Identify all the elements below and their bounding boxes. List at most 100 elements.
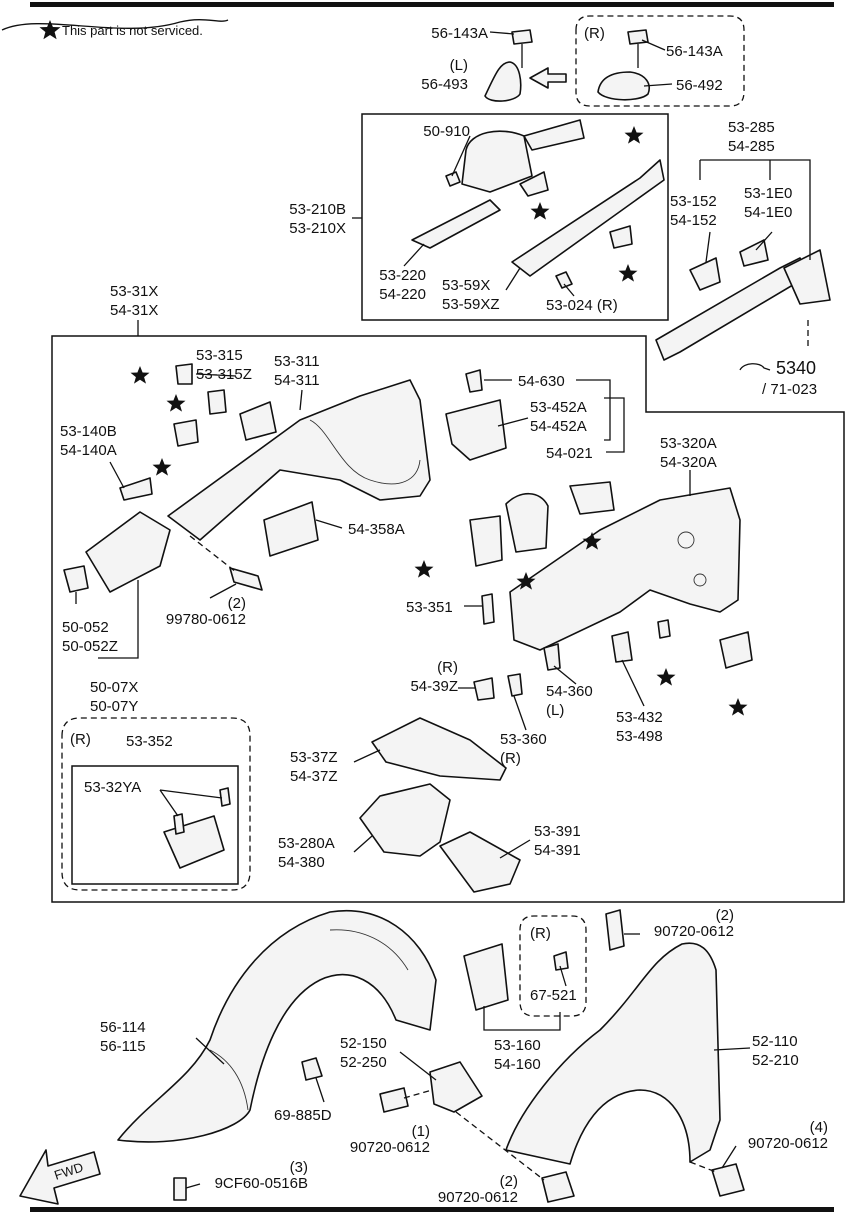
callout-line: (L) (546, 702, 564, 719)
callout-line: 53-59XZ (442, 296, 500, 313)
callout-line: (2) (228, 595, 246, 612)
callout-line: (R) (500, 750, 521, 767)
callout-line: 67-521 (530, 987, 577, 1004)
callout-line: 53-432 (616, 709, 663, 726)
callout-line: 56-143A (666, 43, 723, 60)
callout-line: 50-07X (90, 679, 138, 696)
callout-line: 53-320A (660, 435, 717, 452)
callout-line: 53-210X (289, 220, 346, 237)
callout-line: 54-220 (379, 286, 426, 303)
not-serviced-stars (130, 126, 748, 716)
bolt-99780 (229, 567, 263, 591)
callout-line: 53-152 (670, 193, 717, 210)
callout-c33: (R) (70, 731, 91, 748)
tower-bracket (523, 119, 585, 151)
bracket-star-b (505, 492, 549, 553)
callout-c12: 53-152 54-152 (670, 193, 717, 229)
callout-c26: 53-351 (406, 599, 453, 616)
callout-c14: 5340 (776, 358, 816, 378)
star-icon (530, 202, 550, 220)
pin-53-32ya-b (219, 787, 231, 807)
callout-line: 90720-0612 (748, 1135, 828, 1152)
star-icon (516, 572, 536, 590)
callout-line: 54-1E0 (744, 204, 792, 221)
bracket-52-150 (429, 1061, 483, 1113)
callout-c11: 53-285 54-285 (728, 119, 775, 155)
bracket-54-360 (543, 643, 561, 671)
callout-line: 90720-0612 (350, 1139, 430, 1156)
callout-line: 53-311 (274, 353, 320, 370)
callout-line: 54-285 (728, 138, 775, 155)
strut-mount-56-493 (484, 61, 522, 102)
callout-line: 53-285 (728, 119, 775, 136)
star-icon (582, 532, 602, 550)
callout-line: (R) (437, 659, 458, 676)
callout-line: 90720-0612 (438, 1189, 518, 1206)
callout-line: 53-315Z (196, 366, 252, 383)
callout-line: 54-358A (348, 521, 405, 538)
callout-line: 54-160 (494, 1056, 541, 1073)
panel-53-37z (371, 717, 507, 781)
callout-line: 53-360 (500, 731, 547, 748)
leader-lines (75, 31, 811, 1189)
callout-line: 69-885D (274, 1107, 332, 1124)
star-icon (414, 560, 434, 578)
bottom-rule (30, 1207, 834, 1212)
callout-c1: 56-143A (431, 25, 488, 42)
rail-end-piece (783, 249, 831, 305)
callout-line: 54-37Z (290, 768, 338, 785)
screw-9cf60 (173, 1177, 187, 1201)
fwd-arrow-icon (19, 1149, 101, 1205)
rail-53-285 (655, 257, 809, 361)
callout-line: 53-352 (126, 733, 173, 750)
callout-c48: (4)90720-0612 (748, 1119, 828, 1152)
callout-line: 53-160 (494, 1037, 541, 1054)
detail-53-352-box (71, 765, 239, 885)
callout-c2: (L)56-493 (421, 57, 468, 93)
apron-assembly (411, 119, 665, 289)
callout-c17: 53-315 53-315Z (196, 347, 252, 383)
callout-line: 53-37Z (290, 749, 338, 766)
clip-67-521 (553, 951, 569, 971)
callout-line: 53-315 (196, 347, 243, 364)
star-icon (618, 264, 638, 282)
callout-line: (R) (70, 731, 91, 748)
callout-c40: (R) (530, 925, 551, 942)
callout-line: 52-210 (752, 1052, 799, 1069)
callout-c21: 54-021 (546, 445, 593, 462)
callout-line: 54-380 (278, 854, 325, 871)
star-icon (39, 20, 61, 40)
apron-lower-53-220 (411, 199, 501, 249)
callout-line: 53-452A (530, 399, 587, 416)
frame-rail-53-311 (167, 379, 431, 541)
callout-line: 56-143A (431, 25, 488, 42)
callout-line: / 71-023 (762, 381, 817, 398)
callout-line: (R) (530, 925, 551, 942)
callout-c35: 53-32YA (84, 779, 141, 796)
callout-line: 52-110 (752, 1033, 798, 1050)
callout-line: 53-31X (110, 283, 158, 300)
star-icon (152, 458, 172, 476)
bracket-53-1e0 (739, 239, 769, 267)
bracket-54-630 (465, 369, 483, 393)
bracket-53-360 (507, 673, 523, 697)
crush-can-50-07x (85, 511, 171, 593)
callout-line: 53-351 (406, 599, 453, 616)
callout-c36: 53-37Z 54-37Z (290, 749, 338, 785)
callout-c46: 69-885D (274, 1107, 332, 1124)
callout-line: 99780-0612 (166, 611, 246, 628)
callout-line: 5340 (776, 358, 816, 378)
callout-line: 54-311 (274, 372, 320, 389)
lower-parts: FWD (19, 909, 745, 1205)
bracket-53-391 (439, 831, 521, 893)
callout-line: 54-152 (670, 212, 717, 229)
